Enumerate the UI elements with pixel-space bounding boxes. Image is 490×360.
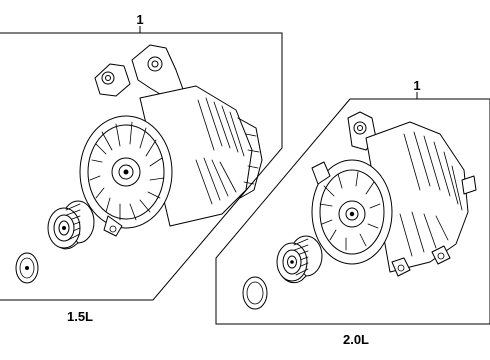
cap-icon [242, 276, 268, 310]
panel-2-0l-frame [215, 98, 490, 325]
alternator-icon [311, 111, 477, 277]
panel-1-5l-engine-label: 1.5L [67, 309, 93, 324]
pulley-icon [47, 200, 95, 250]
panel-2-0l: 1 2.0L [215, 78, 490, 347]
cap-icon [15, 252, 39, 284]
panel-1-5l-callout: 1 [136, 12, 143, 27]
alternator-icon [79, 44, 263, 237]
panel-1-5l: 1 1.5L [0, 12, 283, 324]
pulley-icon [276, 235, 323, 284]
panel-2-0l-callout: 1 [413, 78, 420, 93]
panel-1-5l-frame [0, 32, 283, 301]
panel-2-0l-engine-label: 2.0L [343, 332, 369, 347]
